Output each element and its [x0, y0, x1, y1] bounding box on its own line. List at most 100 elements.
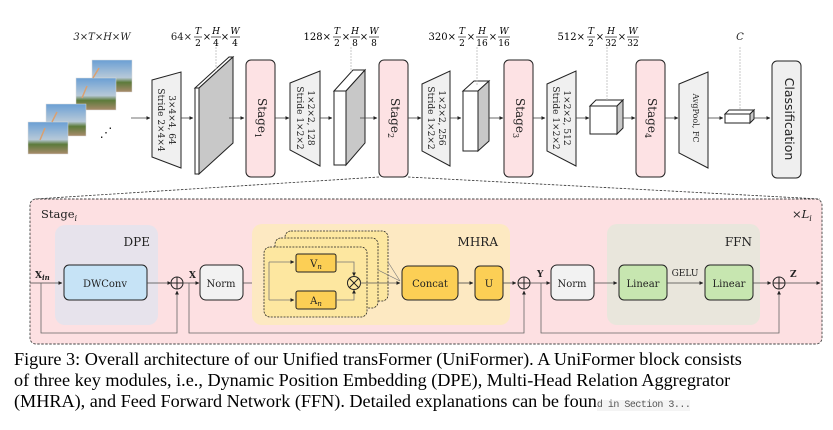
caption-line-3-text: (MHRA), and Feed Forward Network (FFN). …	[14, 391, 597, 411]
output-vector	[723, 108, 756, 125]
patch-embed-3: 1×2×2, 256 Stride 1×2×2	[421, 70, 451, 167]
stage-1-label: Stage	[255, 98, 269, 133]
caption-obscured-text: d in Section 3...	[596, 400, 691, 411]
norm-2-box	[550, 264, 595, 301]
times: ×	[360, 32, 368, 43]
stage-3-sub: 3	[511, 133, 520, 138]
output-dim-label: C	[736, 32, 744, 43]
stage-3-block: Stage3	[503, 59, 534, 178]
svg-text:Stagei: Stagei	[41, 207, 78, 223]
dim-t-den: 2	[334, 39, 340, 49]
patch-embed-1-stride: Stride 2×4×4	[155, 88, 165, 151]
x-in-sub: in	[42, 273, 50, 282]
patch-embed-4: 1×2×2, 512 Stride 1×2×2	[546, 70, 577, 167]
dim-w-den: 8	[371, 39, 377, 49]
stage-2-sub: 2	[386, 133, 395, 138]
svg-text:Vn: Vn	[309, 259, 322, 271]
dim-h: H	[211, 27, 220, 37]
dim-t: T	[588, 27, 595, 37]
patch-embed-2: 1×2×2, 128 Stride 1×2×2	[289, 70, 321, 167]
dim-t: T	[459, 27, 466, 37]
affinity-label: A	[309, 296, 318, 307]
head-label: AvgPool, FC	[691, 92, 700, 142]
dim-h-den: 8	[352, 39, 358, 49]
ellipsis: ⋰	[100, 126, 113, 141]
add-3-icon	[772, 276, 786, 290]
stage-4-sub: 4	[643, 133, 652, 138]
dim-label-1: 64× T 2 × H 4 × W 4	[171, 27, 240, 49]
dwconv-label: DWConv	[83, 279, 127, 290]
dim-h-den: 32	[605, 39, 616, 49]
patch-embed-4-kernel: 1×2×2, 512	[561, 90, 571, 145]
repeat-sub: i	[809, 214, 812, 223]
dim-h-den: 4	[213, 39, 219, 49]
add-1-icon	[170, 276, 184, 290]
stage-2-block: Stage2	[378, 59, 409, 178]
dim-label-4: 512× T 2 × H 32 × W 32	[558, 27, 639, 49]
u-label: U	[485, 279, 493, 290]
times: ×	[489, 32, 497, 43]
svg-text:Xin: Xin	[35, 271, 50, 282]
input-shape-label: 3×T×H×W	[73, 32, 131, 43]
dim-t-den: 2	[588, 39, 594, 49]
repeat-label: ×L	[792, 207, 809, 221]
patch-embed-3-stride: Stride 1×2×2	[425, 86, 435, 149]
dim-t: T	[195, 27, 202, 37]
dim-channels: 512×	[558, 32, 585, 43]
concat-label: Concat	[412, 279, 448, 290]
patch-embed-2-kernel: 1×2×2, 128	[305, 90, 315, 145]
svg-text:Stage4: Stage4	[643, 98, 659, 138]
head-avgpool-fc: AvgPool, FC	[678, 71, 709, 169]
dim-w-den: 16	[498, 39, 510, 49]
patch-embed-1-kernel: 3×4×4, 64	[166, 95, 176, 145]
times: ×	[596, 32, 604, 43]
norm-1-label: Norm	[206, 279, 236, 290]
figure-caption: Figure 3: Overall architecture of our Un…	[14, 349, 824, 416]
stage-2-label: Stage	[388, 98, 402, 133]
dwconv-box	[63, 264, 148, 301]
dim-t: T	[334, 27, 341, 37]
svg-text:Stage2: Stage2	[386, 98, 402, 138]
x-label: X	[189, 271, 196, 281]
dpe-label: DPE	[124, 235, 150, 249]
dim-channels: 128×	[304, 32, 331, 43]
dim-label-2: 128× T 2 × H 8 × W 8	[304, 27, 380, 49]
gelu-label: GELU	[672, 269, 699, 279]
dim-t-den: 2	[459, 39, 465, 49]
times: ×	[203, 32, 211, 43]
linear-2-label: Linear	[713, 279, 746, 290]
svg-text:Stage1: Stage1	[253, 98, 269, 138]
linear-1-label: Linear	[627, 279, 660, 290]
svg-text:×Li: ×Li	[792, 207, 812, 223]
feature-map-3	[461, 79, 491, 153]
times: ×	[618, 32, 626, 43]
feature-map-4	[588, 98, 625, 136]
stage-3-label: Stage	[513, 98, 527, 133]
dim-w-den: 32	[627, 39, 638, 49]
add-2-icon	[517, 276, 531, 290]
svg-text:An: An	[309, 296, 322, 308]
dim-label-3: 320× T 2 × H 16 × W 16	[429, 27, 510, 49]
linear-1-box	[618, 264, 668, 301]
caption-line-1: Figure 3: Overall architecture of our Un…	[14, 349, 742, 369]
dim-w: W	[230, 27, 240, 37]
z-label: Z	[790, 270, 797, 280]
patch-embed-1: 3×4×4, 64 Stride 2×4×4	[151, 71, 182, 169]
svg-text:Stage3: Stage3	[511, 98, 527, 138]
dim-w: W	[499, 27, 509, 37]
input-video-frames	[27, 59, 133, 155]
x-in-label: X	[35, 271, 42, 281]
caption-line-3: (MHRA), and Feed Forward Network (FFN). …	[14, 391, 824, 416]
video-frame	[27, 121, 69, 155]
stage-4-block: Stage4	[635, 59, 666, 178]
patch-embed-3-kernel: 1×2×2, 256	[436, 90, 446, 145]
stage-detail-title-sub: i	[75, 214, 78, 223]
times: ×	[467, 32, 475, 43]
times: ×	[342, 32, 350, 43]
stage-1-block: Stage1	[245, 59, 276, 178]
dim-h: H	[606, 27, 615, 37]
y-label: Y	[536, 270, 544, 280]
stage-4-label: Stage	[645, 98, 659, 133]
linear-2-box	[704, 264, 754, 301]
dim-t-den: 2	[195, 39, 201, 49]
